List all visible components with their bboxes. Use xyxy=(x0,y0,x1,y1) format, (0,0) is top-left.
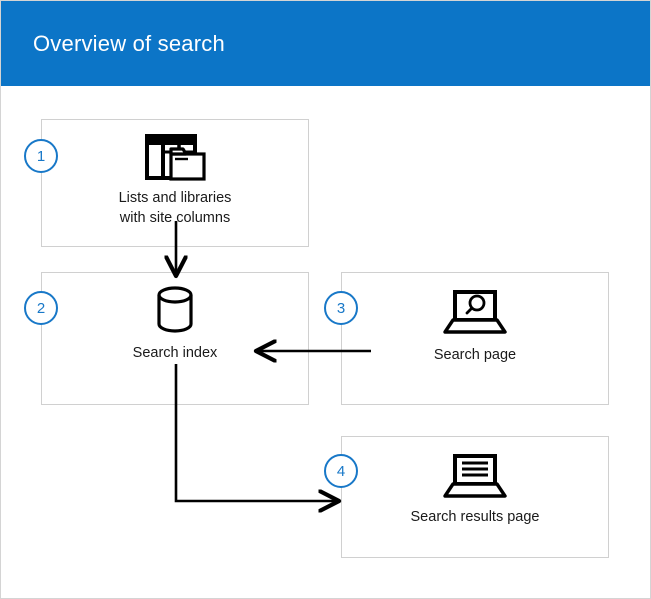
node-label-lists-and-libraries: Lists and libraries with site columns xyxy=(118,190,232,226)
laptop-results-icon xyxy=(342,449,608,501)
node-label-search-index: Search index xyxy=(132,345,218,361)
database-cylinder-icon xyxy=(42,285,308,335)
laptop-magnifier-icon xyxy=(342,285,608,337)
node-search-index[interactable]: Search index xyxy=(41,272,309,405)
node-lists-and-libraries[interactable]: Lists and libraries with site columns xyxy=(41,119,309,247)
diagram-canvas: Lists and libraries with site columns 1 … xyxy=(1,86,650,598)
node-search-page[interactable]: Search page xyxy=(341,272,609,405)
badge-4: 4 xyxy=(324,454,358,488)
node-label-search-page: Search page xyxy=(433,347,517,363)
node-search-results-page[interactable]: Search results page xyxy=(341,436,609,558)
node-label-search-results-page: Search results page xyxy=(410,509,540,525)
page-title: Overview of search xyxy=(33,31,225,56)
badge-1: 1 xyxy=(24,139,58,173)
badge-2: 2 xyxy=(24,291,58,325)
page-header: Overview of search xyxy=(1,1,650,86)
lists-libraries-icon xyxy=(42,130,308,182)
badge-3: 3 xyxy=(324,291,358,325)
